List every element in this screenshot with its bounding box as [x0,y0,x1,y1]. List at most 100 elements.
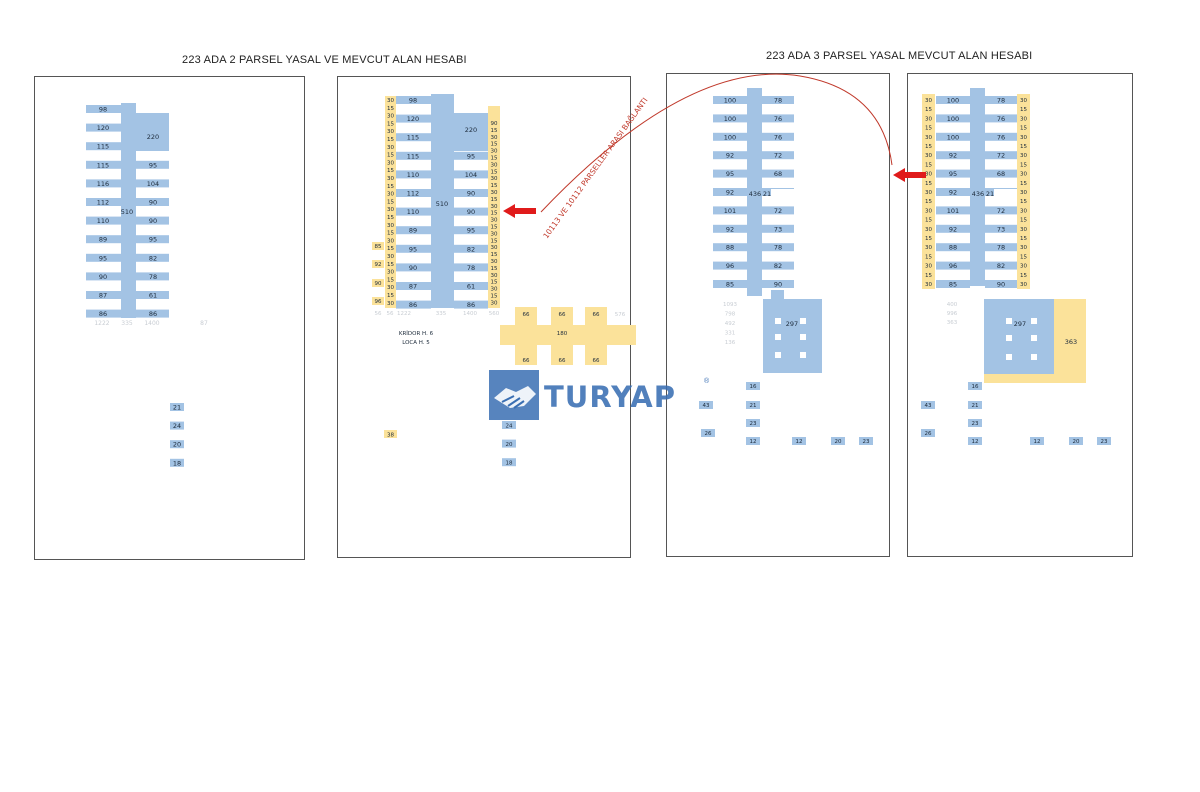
yellow-value: 15 [491,128,498,134]
window [1031,335,1037,341]
unit-value: 76 [774,115,782,123]
unit-right [985,261,1017,270]
yellow-value: 15 [925,144,932,150]
unit-right [136,291,169,299]
center-value: 510 [436,200,448,208]
unit-value: 78 [997,97,1005,105]
yellow-value: 15 [491,266,498,272]
yellow-value: 66 [523,358,530,364]
unit-left [936,188,970,196]
unit-left [396,151,431,160]
unit-right [454,282,488,290]
unit-value: 95 [467,227,475,235]
yellow-value: 30 [925,116,932,122]
window [1006,318,1012,324]
unit-right [985,206,1017,215]
small-unit [1097,437,1111,445]
side-note: 798 [725,312,736,318]
window [775,352,781,358]
unit-value: 116 [97,180,109,188]
unit-value: 61 [467,283,475,291]
yellow-value: 15 [387,106,394,112]
yellow-value: 15 [387,137,394,143]
bottom-note: 335 [121,320,133,327]
yellow-unit [551,307,573,325]
unit-left [936,280,970,288]
unit-value: 101 [947,207,959,215]
window [775,334,781,340]
arrow-left-icon [893,168,926,182]
yellow-value: 15 [387,293,394,299]
bottom-note: 335 [436,311,447,317]
yellow-value: 30 [387,285,394,291]
yellow-value: 30 [925,172,932,178]
yellow-value: 30 [387,207,394,213]
aside-value: 21 [763,190,771,198]
small-unit [968,382,982,390]
unit-value: 112 [407,190,419,198]
yellow-value: 15 [387,184,394,190]
yellow-value: 30 [491,176,498,182]
yellow-value: 30 [1020,116,1027,122]
unit-value: 89 [409,227,417,235]
unit-left [396,263,431,272]
yellow-value: 15 [387,246,394,252]
yellow-value: 30 [491,231,498,237]
unit-value: 90 [997,281,1005,289]
tower-block [984,299,1054,374]
yellow-value: 30 [925,98,932,104]
yellow-value: 15 [925,181,932,187]
yellow-value: 30 [925,264,932,270]
unit-left [86,160,121,169]
unit-left [713,206,747,215]
side-note: 492 [725,321,736,327]
unit-value: 88 [949,244,957,252]
void [771,189,794,197]
yellow-value: 30 [491,190,498,196]
small-unit [746,401,760,409]
watermark-registered: ® [704,378,710,385]
small-unit [921,429,935,437]
yellow-value: 15 [387,168,394,174]
yellow-value: 15 [387,199,394,205]
yellow-value: 15 [491,225,498,231]
unit-value: 95 [99,254,107,262]
unit-value: 100 [947,133,959,141]
small-unit [1069,437,1083,445]
yellow-value: 15 [491,294,498,300]
unit-value: 220 [465,126,477,134]
unit-value: 96 [949,262,957,270]
unit-value: 100 [724,133,736,141]
unit-left [713,188,747,196]
small-unit [921,401,935,409]
unit-right [136,309,169,318]
arrow-left-icon [503,204,536,218]
yellow-band [500,325,636,345]
yellow-value: 30 [387,254,394,260]
unit-value: 95 [149,161,157,169]
yellow-unit [384,430,397,438]
unit-left [396,300,431,309]
unit-value: 101 [724,207,736,215]
unit-left [396,189,431,197]
yellow-value: 30 [925,135,932,141]
yellow-value: 15 [491,142,498,148]
unit-block [136,113,169,151]
unit-left [713,151,747,160]
yellow-value: 15 [925,218,932,224]
yellow-value: 30 [1020,190,1027,196]
unit-value: 115 [407,134,419,142]
unit-value: 89 [99,236,107,244]
block-value: 297 [786,320,798,328]
unit-value: 100 [724,97,736,105]
unit-left [396,170,431,179]
yellow-value: 30 [491,287,498,293]
small-value: 43 [925,403,932,409]
unit-value: 78 [774,97,782,105]
yellow-value: 30 [491,259,498,265]
unit-left [936,206,970,215]
yellow-value: 15 [1020,107,1027,113]
unit-right [454,263,488,272]
small-value: 20 [1073,439,1080,445]
